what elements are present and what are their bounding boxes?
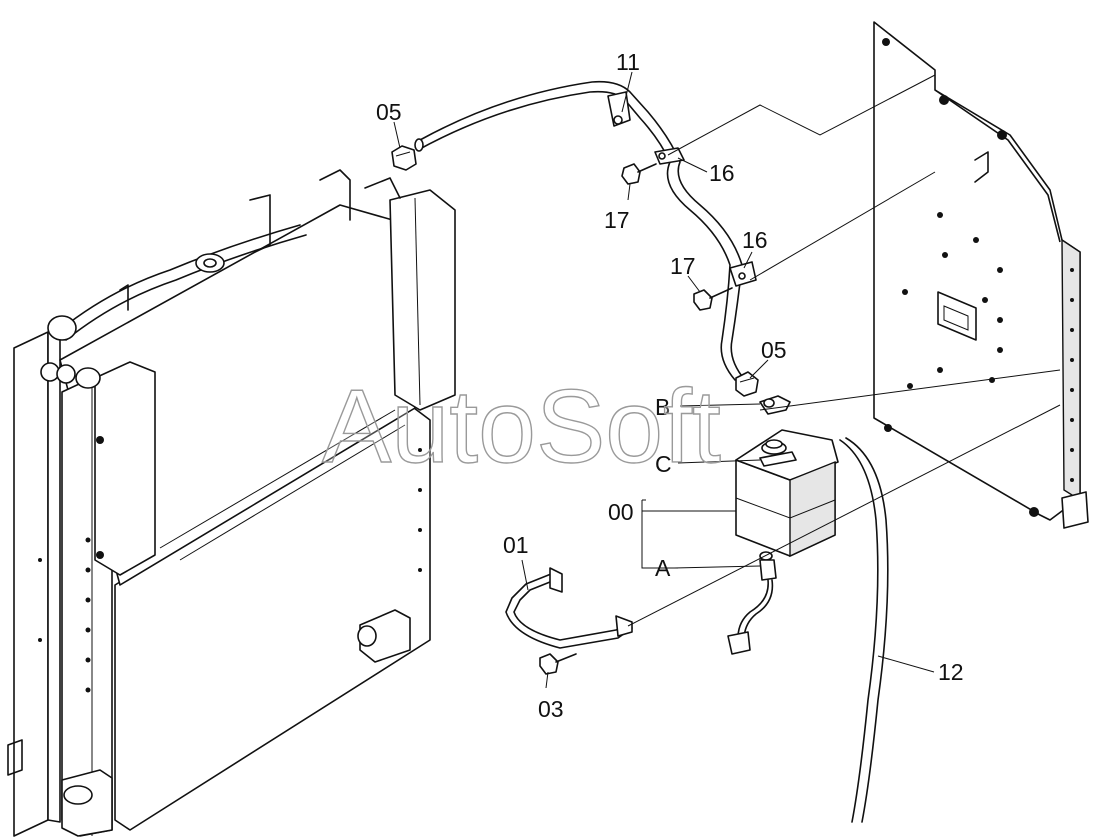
label-03: 03	[538, 696, 564, 722]
label-05-mid: 05	[761, 337, 787, 363]
bolt-17-top	[621, 163, 657, 185]
clamp-05-mid	[735, 371, 759, 397]
label-01: 01	[503, 532, 529, 558]
label-00: 00	[608, 499, 634, 525]
watermark: AutoSoft	[322, 369, 721, 485]
label-16-mid: 16	[742, 227, 768, 253]
bolt-03	[539, 653, 577, 675]
label-B: B	[655, 394, 670, 420]
mounting-panel	[873, 21, 1089, 529]
overflow-hose-12	[839, 437, 889, 823]
bracket-01	[505, 567, 633, 649]
leader-lines	[393, 71, 935, 689]
label-17-top: 17	[604, 207, 630, 233]
clip-16-mid	[729, 261, 757, 287]
label-12: 12	[938, 659, 964, 685]
reservoir-tank-00	[727, 395, 839, 655]
label-05-top: 05	[376, 99, 402, 125]
clamp-05-top	[391, 145, 417, 171]
label-C: C	[655, 451, 672, 477]
clip-16-top	[654, 147, 685, 165]
assembly-lines	[627, 74, 1061, 627]
bolt-17-mid	[693, 287, 733, 311]
radiator-assembly	[7, 169, 456, 837]
label-11: 11	[616, 49, 640, 75]
label-A: A	[655, 555, 671, 581]
label-17-mid: 17	[670, 253, 696, 279]
hose-11	[414, 80, 746, 381]
label-16-top: 16	[709, 160, 735, 186]
